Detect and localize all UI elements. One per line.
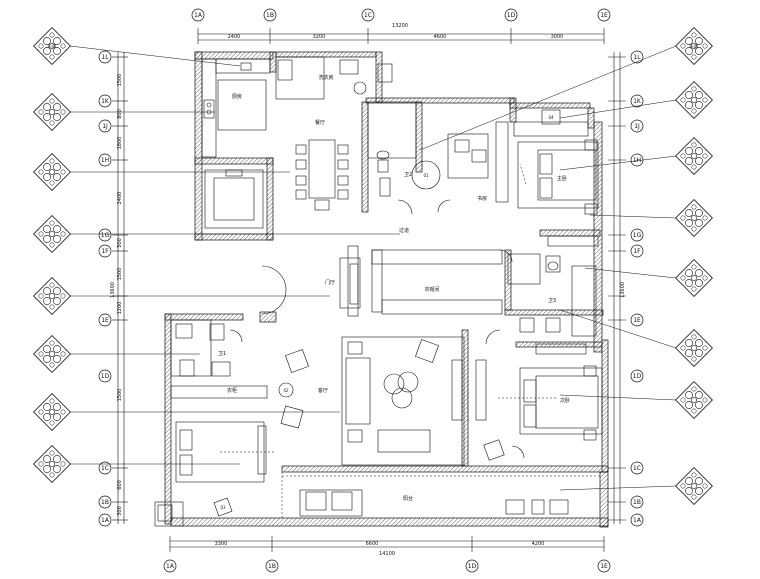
index-symbols-right — [675, 27, 713, 505]
row-label-right-3: 1J — [634, 123, 640, 130]
index-tag-sample-right: E-01 — [689, 44, 699, 49]
dim-left-4: 2400 — [117, 192, 123, 205]
room-label-closet: 衣柜 — [227, 387, 237, 394]
dim-left-9: 600 — [117, 480, 123, 490]
furniture — [154, 56, 603, 527]
dim-bottom-3: 4200 — [532, 541, 545, 547]
row-label-left-7: 1E — [101, 317, 109, 324]
column-bubble-top-4 — [504, 8, 518, 22]
room-label-aisle: 过道 — [399, 227, 409, 234]
column-bubble-top-1 — [191, 8, 205, 22]
row-label-right-5: 1G — [633, 232, 642, 239]
column-bubble-bottom-4 — [597, 559, 611, 573]
row-label-right-10: 1B — [633, 499, 641, 506]
room-label-living: 客厅 — [318, 387, 328, 394]
row-label-right-7: 1E — [633, 317, 641, 324]
column-bubble-top-2 — [263, 8, 277, 22]
dim-left-8: 1500 — [117, 389, 123, 402]
column-bubble-top-3 — [361, 8, 375, 22]
dim-bottom-2: 6600 — [366, 541, 379, 547]
row-label-right-9: 1C — [633, 465, 641, 472]
room-label-cloak: 衣帽间 — [424, 286, 439, 293]
room-label-bath3: 卫3 — [548, 298, 556, 304]
left-dimension-chain — [112, 52, 128, 524]
row-label-right-8: 1D — [633, 373, 642, 380]
column-bubble-top-5 — [597, 8, 611, 22]
dim-top-4: 3000 — [551, 34, 564, 40]
right-dimension-chain — [608, 52, 626, 524]
dim-left-7: 1200 — [117, 302, 123, 315]
room-label-laundry: 洗衣房 — [318, 74, 333, 81]
room-label-kitchen: 厨房 — [232, 93, 242, 100]
row-bubbles-right — [630, 50, 644, 527]
index-symbols-left — [33, 27, 71, 483]
row-label-left-6: 1F — [101, 248, 109, 255]
dim-left-5: 500 — [117, 238, 123, 248]
dim-bottom-1: 3300 — [215, 541, 228, 547]
walls — [164, 51, 609, 528]
dim-left-total: 13600 — [110, 282, 116, 298]
column-label-bottom-4: 1E — [600, 563, 608, 570]
row-label-left-3: 1J — [102, 123, 108, 130]
column-label-top-3: 1C — [364, 12, 372, 19]
room-label-bath2: 卫2 — [404, 172, 412, 178]
dim-left-3: 1800 — [117, 137, 123, 150]
row-label-right-1: 1L — [633, 54, 641, 61]
row-bubbles-left — [98, 50, 112, 527]
row-label-left-2: 1K — [101, 98, 110, 105]
dim-top-total: 13200 — [392, 23, 408, 29]
room-label-hall: 门厅 — [325, 279, 335, 286]
room-label-study: 书房 — [477, 195, 487, 202]
column-bubble-bottom-2 — [265, 559, 279, 573]
row-label-left-9: 1C — [101, 465, 109, 472]
leader-lines — [69, 45, 677, 491]
dim-left-2: 800 — [117, 109, 123, 119]
row-label-right-11: 1A — [633, 517, 642, 524]
column-label-top-1: 1A — [194, 12, 203, 19]
dim-left-10: 300 — [117, 506, 123, 516]
row-label-left-11: 1A — [101, 517, 110, 524]
column-bubble-bottom-1 — [163, 559, 177, 573]
column-label-bottom-1: 1A — [166, 563, 175, 570]
index-tag-sample: E-01 — [47, 44, 57, 49]
column-label-top-4: 1D — [507, 12, 516, 19]
room-label-master: 主卧 — [557, 175, 567, 182]
room-label-bath1: 卫1 — [218, 351, 226, 357]
room-label-dining: 餐厅 — [315, 119, 325, 126]
dashed-lines — [220, 163, 602, 518]
column-label-top-2: 1B — [266, 12, 274, 19]
dim-left-6: 1500 — [117, 268, 123, 281]
index-tag-01: 01 — [423, 173, 429, 178]
column-label-top-5: 1E — [600, 12, 608, 19]
dining-table-shape — [308, 139, 336, 199]
index-tag-03: 03 — [220, 505, 226, 510]
room-label-balcony: 阳台 — [403, 495, 413, 502]
column-label-bottom-3: 1D — [468, 563, 477, 570]
index-tag-02: 02 — [283, 388, 289, 393]
dim-bottom-total: 14100 — [379, 551, 395, 557]
row-label-left-4: 1H — [101, 157, 109, 164]
column-bubble-bottom-3 — [465, 559, 479, 573]
index-tag-04: 04 — [548, 115, 554, 120]
room-label-bedroom2: 次卧 — [560, 397, 570, 404]
column-label-bottom-2: 1B — [268, 563, 276, 570]
row-label-left-5: 1G — [101, 232, 110, 239]
dim-top-1: 2400 — [228, 34, 241, 40]
row-label-left-10: 1B — [101, 499, 109, 506]
dim-left-1: 1500 — [117, 74, 123, 87]
row-label-left-8: 1D — [101, 373, 110, 380]
dim-top-2: 3200 — [313, 34, 326, 40]
dim-right-total: 13600 — [620, 282, 626, 298]
top-dimension-chain — [197, 28, 605, 44]
row-label-right-2: 1K — [633, 98, 642, 105]
row-label-left-1: 1L — [101, 54, 109, 61]
dim-top-3: 4600 — [434, 34, 447, 40]
row-label-right-6: 1F — [633, 248, 641, 255]
bottom-dimension-chain — [169, 536, 605, 552]
